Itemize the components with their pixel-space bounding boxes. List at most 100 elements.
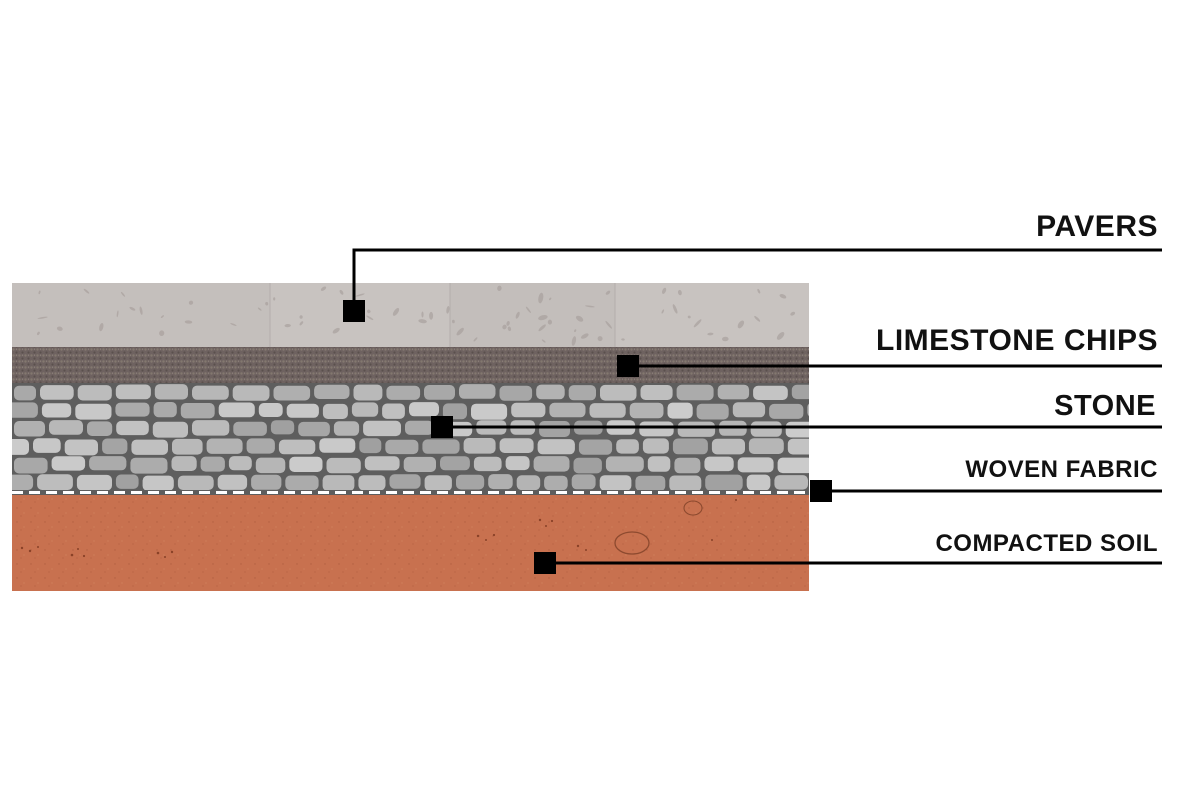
paver-speckle: [38, 290, 41, 295]
paver-speckle: [575, 315, 584, 322]
stone-cobble: [12, 402, 38, 418]
paver-speckle: [571, 336, 577, 346]
stone-cobble: [549, 402, 586, 418]
stone-cobble: [363, 420, 401, 437]
stone-cobble: [753, 385, 788, 400]
stone-cobble: [152, 421, 188, 438]
paver-speckle: [366, 315, 374, 321]
paver-speckle: [502, 324, 507, 330]
paver-speckle: [754, 315, 761, 322]
stone-layer: [12, 383, 809, 490]
stone-cobble: [171, 456, 197, 471]
stone-cobble: [705, 474, 743, 490]
stone-cobble: [667, 402, 693, 419]
stone-cobble: [142, 475, 174, 490]
stone-cobble: [154, 384, 188, 400]
paver-speckle: [284, 323, 291, 328]
stone-cobble: [676, 384, 714, 401]
stone-cobble: [115, 402, 150, 417]
stone-cobble: [385, 439, 419, 455]
paver-speckle: [605, 290, 611, 295]
stone-cobble: [424, 385, 455, 400]
paver-speckle: [672, 304, 678, 314]
stone-cobble: [51, 456, 86, 471]
stone-cobble: [774, 475, 808, 490]
paver-speckle: [320, 286, 327, 291]
stone-cobble: [153, 402, 177, 418]
paver-speckle: [429, 311, 434, 320]
stone-cobble: [255, 457, 286, 474]
stone-cobble: [298, 421, 330, 437]
stone-cobble: [589, 403, 626, 418]
stone-cobble: [14, 421, 45, 437]
paver-speckle: [574, 329, 577, 333]
marker-limestone-chips: [617, 355, 639, 377]
stone-cobble: [424, 475, 452, 490]
stone-cobble: [573, 457, 602, 474]
paver-speckle: [355, 293, 365, 297]
stone-cobble: [228, 456, 252, 471]
stone-cobble: [605, 456, 644, 472]
marker-pavers: [343, 300, 365, 322]
stone-cobble: [704, 456, 734, 472]
paver-speckle: [446, 305, 450, 314]
stone-cobble: [77, 385, 112, 401]
stone-cobble: [322, 475, 355, 490]
stone-cobble: [456, 474, 485, 490]
stone-cobble: [711, 438, 745, 455]
stone-cobble: [488, 474, 513, 490]
paver-speckle: [339, 289, 344, 295]
stone-cobble: [206, 438, 243, 454]
stone-cobble: [217, 474, 248, 490]
stone-cobble: [37, 474, 73, 490]
paver-speckle: [779, 294, 787, 299]
stone-cobble: [14, 457, 48, 474]
paver-speckle: [99, 322, 104, 332]
stone-cobble: [533, 456, 570, 472]
stone-cobble: [273, 385, 311, 401]
stone-cobble: [642, 438, 669, 454]
paver-speckle: [139, 306, 143, 315]
paver-speckle: [538, 314, 548, 321]
stone-cobble: [131, 439, 168, 455]
stone-cobble: [471, 403, 508, 420]
stone-cobble: [791, 384, 809, 400]
stone-cobble: [180, 403, 215, 419]
leader-woven-fabric: [810, 480, 1162, 502]
paver-speckle: [525, 306, 531, 314]
stone-cobble: [333, 421, 360, 436]
label-pavers: PAVERS: [1036, 210, 1158, 243]
paver-speckle: [507, 326, 512, 332]
paver-speckle: [661, 287, 667, 294]
paver-speckle: [661, 309, 665, 314]
stone-cobble: [499, 438, 534, 453]
paver-speckle: [605, 320, 613, 329]
stone-cobble: [516, 475, 541, 490]
leader-pavers: [343, 248, 1162, 322]
paver-speckle: [120, 291, 126, 297]
stone-cobble: [473, 456, 502, 472]
paver-speckle: [160, 315, 164, 318]
paver-speckle: [159, 330, 165, 336]
stone-cobble: [382, 403, 405, 419]
paver-speckle: [497, 285, 502, 291]
stone-cobble: [440, 456, 470, 471]
stone-cobble: [616, 439, 639, 454]
stone-cobble: [177, 475, 214, 490]
stone-cobble: [41, 403, 72, 418]
paver-speckle: [129, 306, 136, 311]
stone-cobble: [807, 403, 809, 417]
stone-cobble: [218, 402, 255, 418]
stone-cobble: [12, 439, 29, 455]
stone-cobble: [422, 439, 460, 454]
paver-speckle: [538, 324, 546, 332]
marker-compacted-soil: [534, 552, 556, 574]
stone-cobble: [748, 438, 784, 454]
stone-cobble: [717, 384, 750, 400]
stone-cobble: [116, 420, 149, 436]
paver-speckle: [597, 336, 603, 342]
stone-cobble: [285, 475, 319, 490]
paver-speckle: [585, 305, 595, 308]
